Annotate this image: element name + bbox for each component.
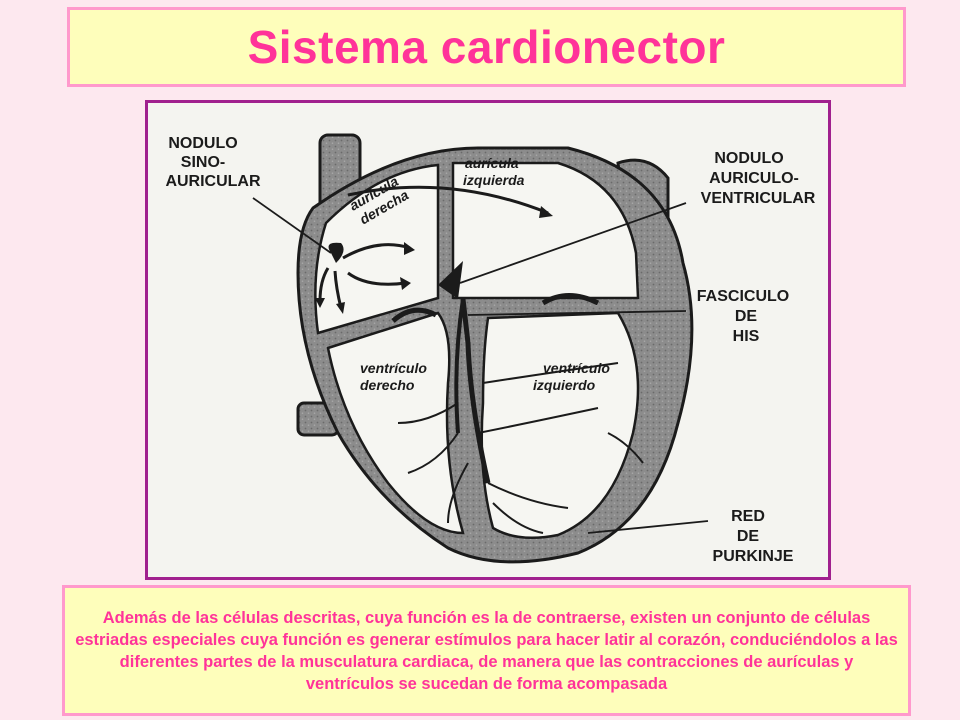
purkinje-line-3: PURKINJE [713,548,794,565]
his-line-3: HIS [733,328,760,345]
right-ventricle-label: ventrículo derecho [360,360,427,393]
purkinje-label: RED DE PURKINJE [713,508,794,565]
left-ventricle-line-2: izquierdo [533,377,596,393]
tricuspid-valve [391,307,438,323]
sa-node-line-3: AURICULAR [165,173,261,190]
av-node-line-2: AURICULO- [709,170,799,187]
conduction-system [328,242,644,534]
left-atrium-line-2: izquierda [463,172,525,188]
his-line-1: FASCICULO [697,288,789,305]
sa-node-line-1: NODULO [168,135,237,152]
left-ventricle-label: ventrículo izquierdo [533,360,610,393]
caption-text: Además de las células descritas, cuya fu… [75,608,898,693]
av-node-line-1: NODULO [714,150,783,167]
purkinje-line-2: DE [737,528,760,545]
av-node-line-3: VENTRICULAR [701,190,816,207]
title-banner: Sistema cardionector [67,7,906,87]
left-ventricle-line-1: ventrículo [543,360,610,376]
heart-illustration: NODULO SINO- AURICULAR NODULO AURICULO- … [165,133,816,565]
his-line-2: DE [735,308,758,325]
sa-node-line-2: SINO- [181,154,225,171]
arrow-heads [315,206,553,314]
right-ventricle-chamber [326,311,465,535]
impulse-arrows [318,185,549,309]
mitral-valve [541,293,600,306]
his-bundle-label: FASCICULO DE HIS [697,288,789,345]
right-ventricle-line-2: derecho [360,377,415,393]
right-atrium-chamber [314,163,440,335]
right-ventricle-line-1: ventrículo [360,360,427,376]
left-atrium-label: aurícula izquierda [463,155,525,188]
heart-conduction-diagram: NODULO SINO- AURICULAR NODULO AURICULO- … [145,100,831,580]
leader-lines [252,197,709,534]
caption-banner: Además de las células descritas, cuya fu… [62,585,911,716]
sa-node-label: NODULO SINO- AURICULAR [165,135,261,190]
page-title: Sistema cardionector [247,21,726,73]
av-node-label: NODULO AURICULO- VENTRICULAR [701,150,816,207]
purkinje-line-1: RED [731,508,765,525]
left-ventricle-chamber [480,311,640,540]
left-atrium-line-1: aurícula [465,155,519,171]
